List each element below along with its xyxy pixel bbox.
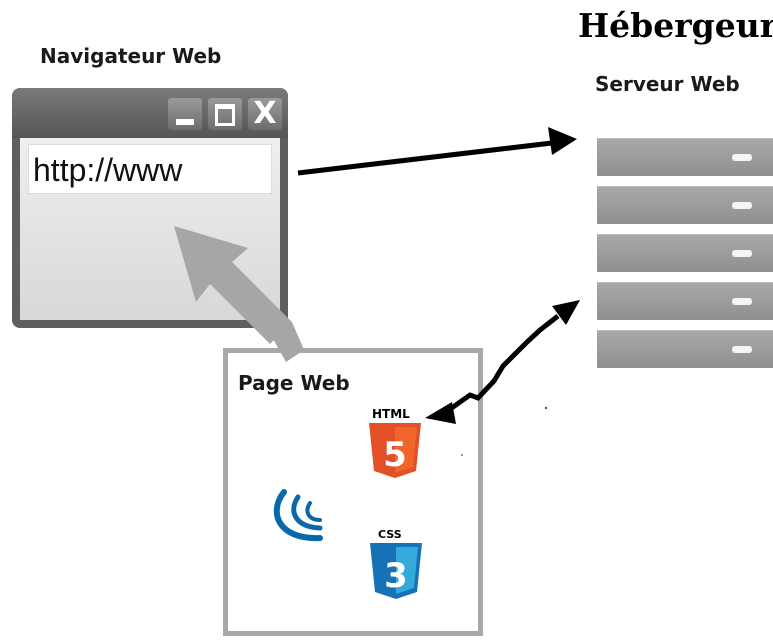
server-led [732,346,752,353]
server-led [732,154,752,161]
server-unit [597,282,773,320]
display-arrow [174,226,304,362]
css3-icon: CSS 3 [370,528,422,599]
url-field[interactable]: http://www [28,144,272,194]
server-unit [597,138,773,176]
server-led [732,298,752,305]
request-arrow [297,127,577,176]
maximize-icon[interactable] [208,98,242,130]
server-led [732,202,752,209]
html5-icon: HTML 5 [369,407,421,478]
browser-label: Navigateur Web [40,44,222,68]
minimize-icon[interactable] [168,98,202,130]
server-unit [597,330,773,368]
server-led [732,250,752,257]
server-unit [597,186,773,224]
server-unit [597,234,773,272]
stray-dot [544,406,548,410]
webpage-label: Page Web [238,371,350,395]
jquery-icon [273,489,323,542]
hosting-title: Hébergeur [578,6,773,45]
server-label: Serveur Web [595,72,740,96]
stray-dot [461,454,463,456]
css3-version-text: 3 [384,556,408,596]
css3-badge-text: CSS [378,528,402,541]
browser-titlebar: X [12,88,288,138]
html5-version-text: 5 [383,435,407,475]
webpage-box [223,348,483,636]
response-arrow [425,300,580,424]
html5-badge-text: HTML [372,407,410,421]
close-icon[interactable]: X [248,98,282,130]
